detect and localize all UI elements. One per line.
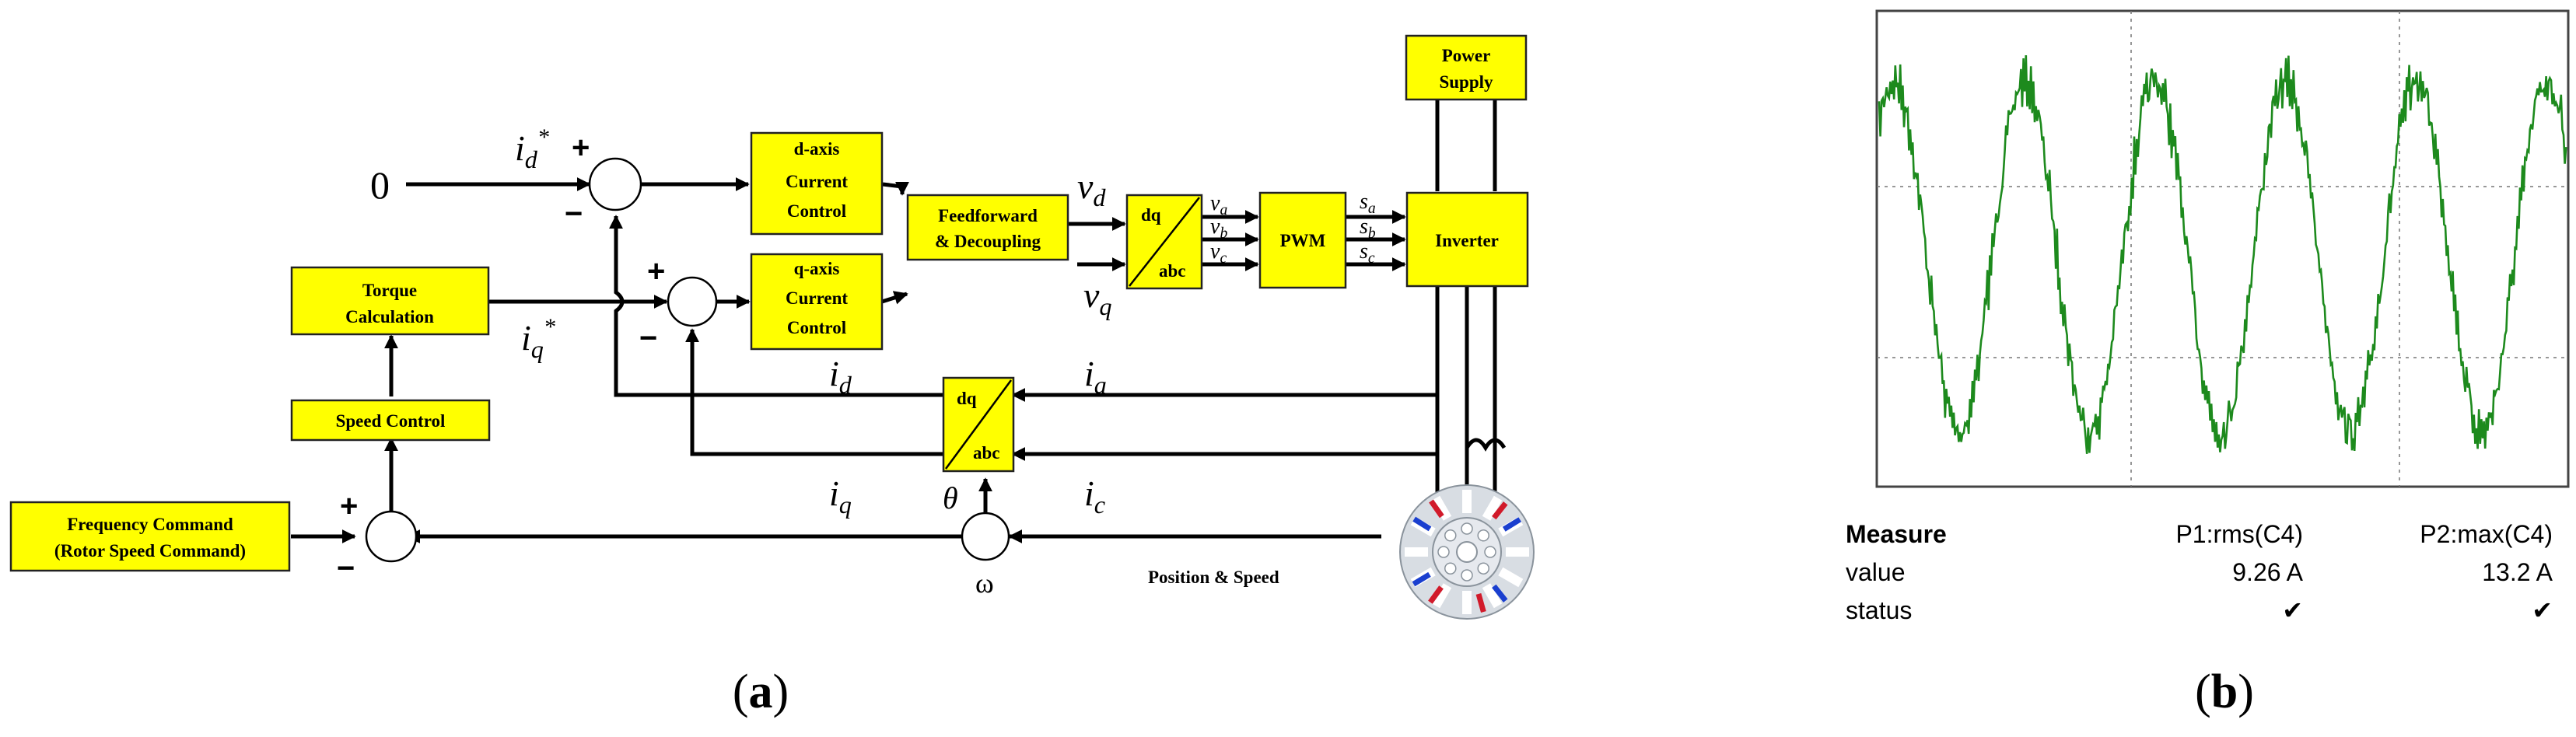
svg-text:d-axis: d-axis xyxy=(794,139,840,159)
motor-icon xyxy=(1399,484,1535,620)
sign-minus-q: − xyxy=(639,321,657,355)
zero-reference-label: 0 xyxy=(370,163,390,207)
svg-text:dq: dq xyxy=(1141,205,1161,225)
summing-junction-position xyxy=(961,512,1010,561)
p1-status-check-icon: ✔ xyxy=(2282,596,2303,624)
label-s-c: sc xyxy=(1360,239,1375,267)
label-position-speed: Position & Speed xyxy=(1148,568,1279,587)
svg-text:q-axis: q-axis xyxy=(794,259,840,278)
label-i-d-star: id* xyxy=(515,124,549,173)
block-speed-control: Speed Control xyxy=(290,399,491,442)
block-feedforward-decoupling: Feedforward & Decoupling xyxy=(906,194,1069,261)
p2-header: P2:max(C4) xyxy=(2420,520,2553,548)
svg-text:Torque: Torque xyxy=(362,281,417,300)
block-pwm: PWM xyxy=(1258,191,1347,289)
svg-text:Speed Control: Speed Control xyxy=(336,411,446,431)
measure-title: Measure xyxy=(1846,520,1947,548)
block-power-supply: Power Supply xyxy=(1405,34,1528,101)
label-s-a: sa xyxy=(1360,190,1376,217)
svg-text:abc: abc xyxy=(973,443,1000,463)
summing-junction-d xyxy=(588,157,642,211)
block-d-axis-current-control: d-axis Current Control xyxy=(750,131,884,236)
label-s-b: sb xyxy=(1360,215,1376,242)
svg-text:Calculation: Calculation xyxy=(345,307,434,327)
sign-plus-speed: + xyxy=(340,489,358,523)
sign-minus-speed: − xyxy=(337,551,355,585)
label-v-b: vb xyxy=(1210,215,1227,242)
control-block-diagram: d-axis Current Control q-axis Current Co… xyxy=(9,34,1535,620)
svg-text:Supply: Supply xyxy=(1439,72,1493,92)
label-v-c: vc xyxy=(1210,239,1227,267)
label-omega: ω xyxy=(975,568,994,599)
sign-minus-d: − xyxy=(565,197,583,231)
svg-text:abc: abc xyxy=(1159,261,1186,281)
label-theta: θ xyxy=(943,480,958,515)
panel-label-a: (a) xyxy=(733,665,789,718)
label-v-a: va xyxy=(1210,191,1227,218)
svg-text:Frequency Command: Frequency Command xyxy=(67,515,233,534)
current-waveform-trace xyxy=(1878,55,2567,454)
svg-text:Control: Control xyxy=(787,318,846,337)
summing-junction-speed xyxy=(365,510,418,563)
panel-label-b: (b) xyxy=(2195,665,2254,718)
svg-text:Power: Power xyxy=(1442,46,1491,65)
block-abc-to-dq: dq abc xyxy=(942,376,1015,473)
svg-text:Feedforward: Feedforward xyxy=(938,206,1038,225)
p1-value: 9.26 A xyxy=(2232,558,2303,586)
label-i-c: ic xyxy=(1084,473,1105,519)
summing-junction-q xyxy=(667,276,718,327)
svg-text:Current: Current xyxy=(786,288,848,308)
scope-grid xyxy=(1877,11,2568,487)
block-q-axis-current-control: q-axis Current Control xyxy=(750,253,884,351)
block-dq-to-abc: dq abc xyxy=(1125,194,1203,290)
label-i-a: ia xyxy=(1084,354,1107,399)
measure-row-status-label: status xyxy=(1846,596,1912,624)
svg-text:Control: Control xyxy=(787,201,846,221)
svg-text:Inverter: Inverter xyxy=(1435,231,1499,250)
p1-header: P1:rms(C4) xyxy=(2175,520,2303,548)
svg-text:& Decoupling: & Decoupling xyxy=(935,232,1041,251)
svg-text:Current: Current xyxy=(786,172,848,191)
signal-wires xyxy=(291,100,1507,543)
svg-text:dq: dq xyxy=(957,389,977,408)
svg-text:(Rotor Speed Command): (Rotor Speed Command) xyxy=(54,541,246,561)
label-v-q: vq xyxy=(1083,275,1112,320)
sign-plus-d: + xyxy=(572,131,590,165)
block-frequency-command: Frequency Command (Rotor Speed Command) xyxy=(9,501,291,572)
label-i-q: iq xyxy=(829,473,852,519)
label-i-d: id xyxy=(829,354,852,399)
block-torque-calculation: Torque Calculation xyxy=(290,266,490,336)
sign-plus-q: + xyxy=(647,254,665,288)
label-i-q-star: iq* xyxy=(521,314,555,363)
p2-status-check-icon: ✔ xyxy=(2532,596,2553,624)
label-v-d: vd xyxy=(1077,166,1106,211)
svg-text:PWM: PWM xyxy=(1280,231,1326,250)
scope-screen xyxy=(1875,9,2570,488)
p2-value: 13.2 A xyxy=(2482,558,2553,586)
measure-row-value-label: value xyxy=(1846,558,1906,586)
oscilloscope-panel: Measure value status P1:rms(C4) 9.26 A ✔… xyxy=(1846,9,2570,624)
block-inverter: Inverter xyxy=(1405,191,1529,288)
